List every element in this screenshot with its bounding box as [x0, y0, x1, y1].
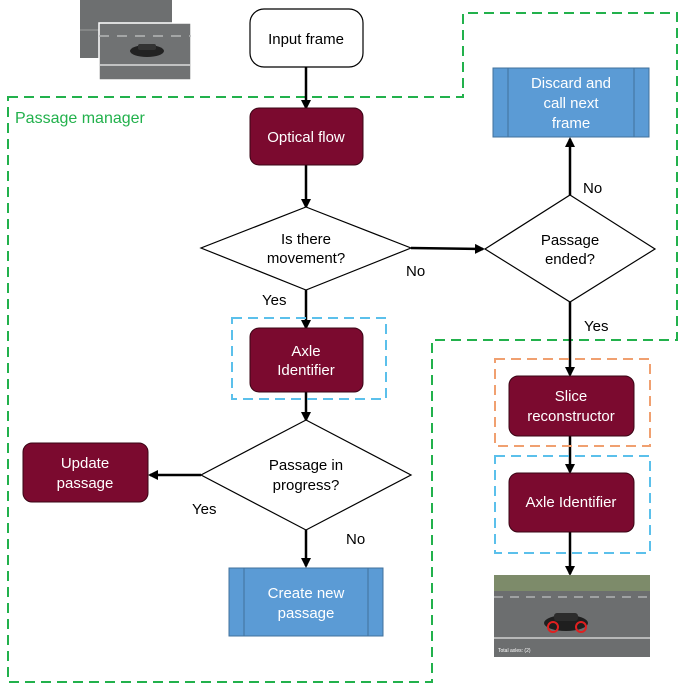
optical-flow-node	[249, 107, 364, 166]
update-passage-node	[22, 442, 149, 503]
passage-manager-region	[7, 12, 678, 683]
slice-reconstructor-line1: Slice	[555, 388, 588, 405]
input-frame-node	[249, 8, 364, 68]
discard-frame-line3: frame	[552, 115, 590, 132]
passage-manager-label: Passage manager	[15, 110, 146, 127]
axle-identifier-1-node	[249, 327, 364, 393]
movement-decision-line2: movement?	[267, 250, 345, 267]
axle-marker-front	[547, 621, 559, 633]
output-image-caption: Total axles: (2)	[498, 648, 531, 654]
movement-decision-line1: Is there	[281, 231, 331, 248]
passage-progress-line2: progress?	[273, 477, 340, 494]
slice-reconstructor-node	[508, 375, 635, 437]
passage-ended-line2: ended?	[545, 251, 595, 268]
edge-label-ended-no: No	[583, 180, 602, 197]
passage-progress-decision-node	[199, 419, 413, 531]
edge-label-movement-yes: Yes	[262, 292, 286, 309]
passage-progress-line1: Passage in	[269, 457, 343, 474]
create-new-passage-line1: Create new	[268, 585, 345, 602]
axle-identifier-1-highlight	[231, 317, 387, 400]
axle-identifier-1-line1: Axle	[291, 343, 320, 360]
slice-reconstructor-highlight	[494, 358, 651, 447]
edge-label-progress-no: No	[346, 531, 365, 548]
optical-flow-label: Optical flow	[267, 129, 345, 146]
create-new-passage-line2: passage	[278, 605, 335, 622]
input-frames-thumbnail	[80, 0, 192, 81]
output-frame-image: Total axles: (2)	[494, 575, 650, 657]
passage-ended-line1: Passage	[541, 232, 599, 249]
update-passage-line1: Update	[61, 455, 109, 472]
input-frame-label: Input frame	[268, 31, 344, 48]
movement-decision-node	[199, 206, 413, 291]
axle-identifier-2-label: Axle Identifier	[526, 494, 617, 511]
edge-label-ended-yes: Yes	[584, 318, 608, 335]
edge-label-progress-yes: Yes	[192, 501, 216, 518]
passage-ended-decision-node	[483, 194, 657, 303]
update-passage-line2: passage	[57, 475, 114, 492]
edge-label-movement-no: No	[406, 263, 425, 280]
axle-identifier-2-highlight	[494, 455, 651, 554]
create-new-passage-node	[228, 567, 384, 637]
axle-marker-rear	[575, 621, 587, 633]
discard-frame-line2: call next	[543, 95, 599, 112]
discard-frame-line1: Discard and	[531, 75, 611, 92]
axle-identifier-1-line2: Identifier	[277, 362, 335, 379]
axle-identifier-2-node	[508, 472, 635, 533]
edge-movement-no	[410, 243, 485, 254]
slice-reconstructor-line2: reconstructor	[527, 408, 615, 425]
discard-frame-node	[492, 67, 650, 138]
